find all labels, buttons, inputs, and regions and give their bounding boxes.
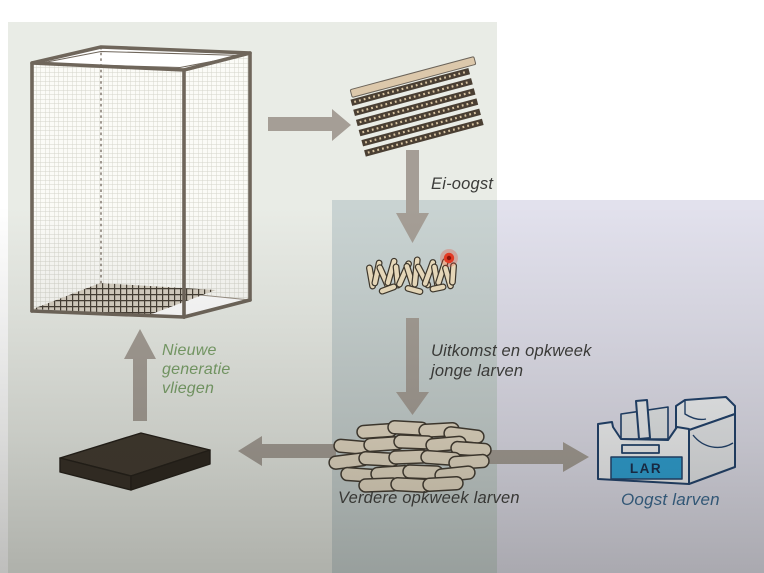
harvest-crate-illustration: LAR xyxy=(597,396,736,485)
lar-label-text: LAR xyxy=(630,461,662,476)
label-hatch-line2: jonge larven xyxy=(431,362,524,380)
arrow-cage-to-eggs xyxy=(268,109,351,141)
arrow-pile-to-crate xyxy=(487,442,589,472)
label-newgen-line2: generatie xyxy=(162,361,231,378)
label-egg-harvest: Ei-oogst xyxy=(431,175,494,193)
arrow-eggs-down xyxy=(396,150,429,243)
young-larvae-illustration xyxy=(366,256,457,296)
arrow-larvae-down xyxy=(396,318,429,415)
egg-collection-plank xyxy=(349,56,477,98)
label-hatch-rearing: Uitkomst en opkweek jonge larven xyxy=(431,341,592,381)
dark-tray-illustration xyxy=(59,432,211,491)
egg-strips-illustration xyxy=(349,56,484,157)
lar-label-plate xyxy=(610,456,683,480)
red-indicator-dot xyxy=(440,249,458,267)
larvae-pile-illustration xyxy=(328,420,492,493)
label-further-rearing: Verdere opkweek larven xyxy=(338,489,520,507)
arrow-tray-to-cage xyxy=(124,329,156,421)
label-harvest-larvae: Oogst larven xyxy=(621,490,720,509)
arrow-pile-to-tray xyxy=(238,436,336,466)
label-hatch-line1: Uitkomst en opkweek xyxy=(431,342,592,360)
label-newgen-line1: Nieuwe xyxy=(162,342,217,359)
fly-cage-illustration xyxy=(30,45,252,319)
label-new-generation: Nieuwe generatie vliegen xyxy=(162,341,231,398)
panel-harvest-area xyxy=(497,200,764,573)
label-newgen-line3: vliegen xyxy=(162,380,215,397)
